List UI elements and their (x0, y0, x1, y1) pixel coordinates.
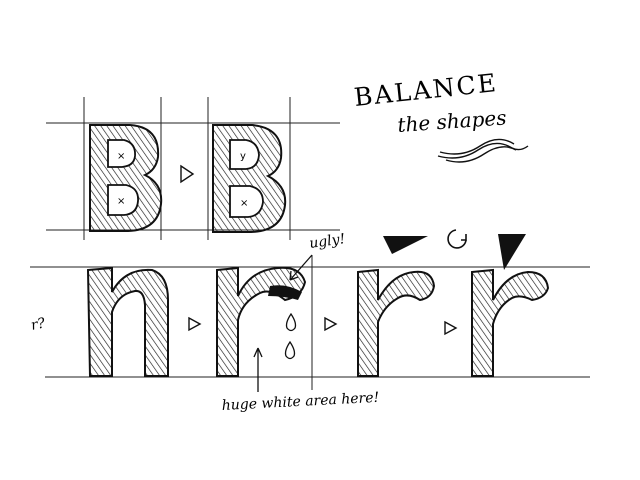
drop-icon (284, 312, 297, 360)
right-triangle-arrow-icon (180, 164, 195, 184)
wedge-icon (383, 236, 428, 254)
right-triangle-arrow-icon (188, 316, 202, 332)
counter-mark-second-b-bottom: × (240, 198, 248, 209)
letter-r-second (357, 268, 436, 377)
letter-b-first (89, 124, 163, 232)
wedge-icon (498, 234, 526, 270)
subtitle-text: the shapes (397, 105, 508, 137)
counter-mark-first-b-bottom: × (117, 196, 125, 207)
right-triangle-arrow-icon (324, 316, 338, 332)
letter-r-third (471, 268, 550, 377)
rotate-arrow-icon (447, 229, 467, 249)
annotation-white-area: huge white area here! (221, 390, 379, 414)
right-triangle-arrow-icon (444, 320, 458, 336)
annotation-ugly: ugly! (308, 231, 346, 252)
annotation-arrow (253, 347, 263, 392)
letter-b-second (212, 124, 287, 233)
title-text: BALANCE (353, 68, 500, 112)
flourish-ornament (437, 138, 529, 163)
letter-r-first (216, 266, 307, 377)
counter-mark-first-b-top: × (117, 151, 125, 162)
letter-n (86, 266, 169, 377)
counter-mark-second-b-top: y (240, 151, 246, 162)
annotation-arrow (289, 254, 313, 281)
annotation-r-question: r? (30, 315, 48, 334)
